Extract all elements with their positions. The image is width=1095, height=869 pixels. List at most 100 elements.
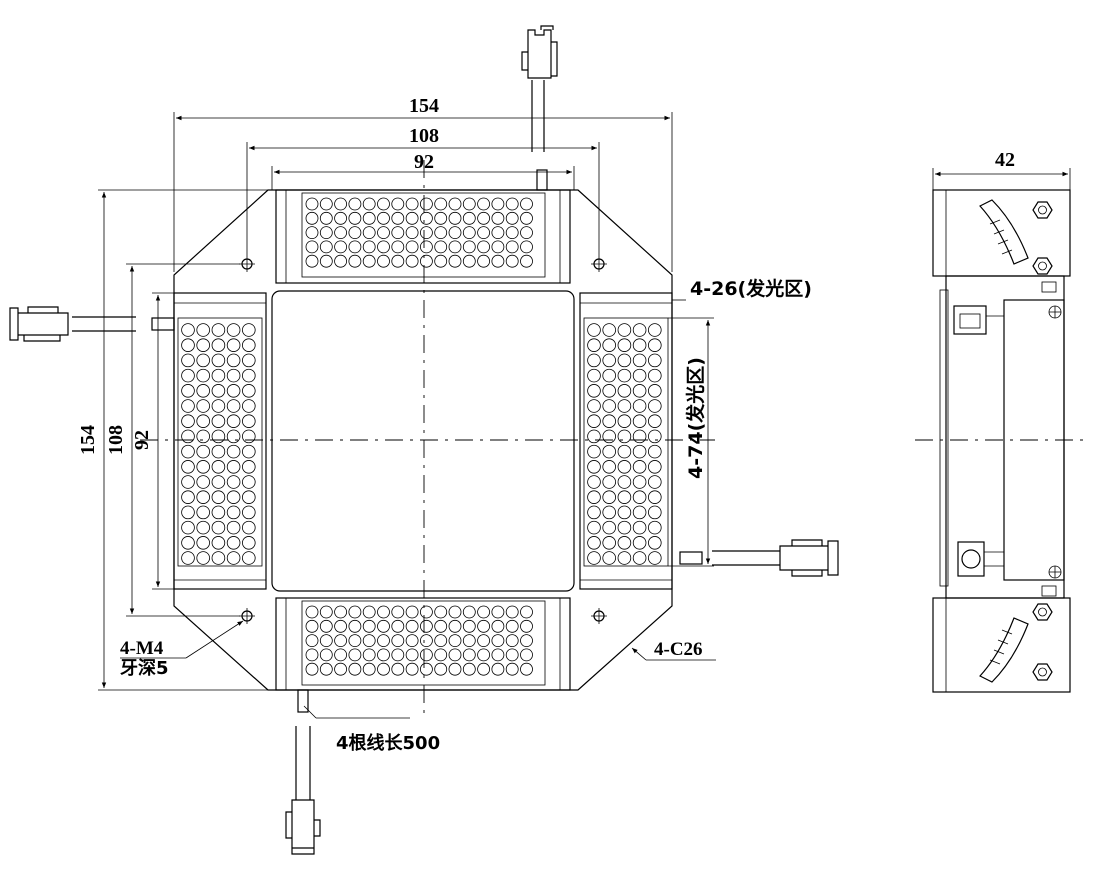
led-dot (617, 444, 632, 459)
dim-inner-width-label: 92 (414, 151, 434, 173)
led-dot (226, 353, 241, 368)
led-dot (226, 505, 241, 520)
led-dot (405, 605, 419, 619)
led-dot (448, 197, 462, 211)
led-dot (348, 662, 362, 676)
led-dot (462, 226, 476, 240)
led-dot (587, 429, 601, 444)
led-dot (319, 634, 333, 648)
led-dot (242, 323, 256, 337)
led-dot (377, 211, 390, 225)
led-dot (419, 211, 433, 225)
led-dot (648, 368, 662, 383)
led-dot (617, 384, 632, 398)
dim-mount-height: 108 (105, 263, 240, 617)
led-dot (405, 648, 419, 662)
led-dot (632, 475, 647, 489)
led-dot (632, 444, 647, 459)
led-dot (211, 384, 226, 398)
led-dot (632, 536, 647, 550)
led-dot (181, 399, 195, 413)
led-dot (648, 338, 662, 352)
led-dot (181, 475, 195, 489)
led-dot (305, 254, 319, 268)
callout-thread: 4-M4 牙深5 (120, 620, 244, 679)
led-dot (419, 605, 433, 619)
led-dot (448, 211, 462, 225)
bottom-emit-area (301, 600, 546, 686)
led-dot (448, 254, 462, 268)
led-dot (226, 338, 241, 352)
led-dot (434, 197, 448, 211)
led-dot (226, 490, 241, 504)
led-dot (462, 211, 476, 225)
led-dot (602, 475, 616, 489)
led-dot (617, 475, 632, 489)
led-dot (419, 254, 433, 268)
led-dot (602, 444, 616, 459)
dim-inner-height: 92 (131, 292, 174, 590)
led-dot (334, 197, 348, 211)
callout-chamfer-label: 4-C26 (654, 639, 703, 660)
led-dot (505, 254, 519, 268)
led-dot (434, 211, 448, 225)
led-dot (632, 414, 647, 428)
led-dot (491, 254, 505, 268)
led-dot (319, 240, 333, 254)
led-dot (617, 505, 632, 520)
led-dot (477, 254, 491, 268)
led-dot (196, 323, 210, 337)
led-dot (391, 634, 405, 648)
top-cable (521, 25, 558, 191)
led-dot (391, 605, 405, 619)
led-dot (448, 662, 462, 676)
led-dot (617, 551, 632, 565)
left-connector (9, 306, 69, 342)
led-dot (242, 460, 256, 474)
led-dot (434, 662, 448, 676)
dim-mount-width: 108 (246, 125, 600, 256)
led-dot (362, 605, 376, 619)
led-dot (587, 399, 601, 413)
led-dot (334, 605, 348, 619)
led-dot (520, 619, 533, 633)
led-dot (362, 648, 376, 662)
led-dot (181, 520, 195, 535)
led-dot (305, 605, 319, 619)
led-dot (648, 399, 662, 413)
led-dot (181, 505, 195, 520)
center-aperture (271, 290, 575, 592)
led-dot (362, 619, 376, 633)
led-dot (505, 634, 519, 648)
side-nut-top-2 (1032, 257, 1053, 275)
led-dot (242, 505, 256, 520)
led-dot (334, 226, 348, 240)
led-dot (617, 399, 632, 413)
led-dot (491, 605, 505, 619)
led-dot (377, 619, 390, 633)
dim-mount-width-label: 108 (409, 125, 439, 147)
led-dot (348, 605, 362, 619)
front-view: 154 108 92 154 108 (9, 25, 839, 855)
led-dot (405, 197, 419, 211)
led-dot (377, 254, 390, 268)
led-dot (196, 368, 210, 383)
led-dot (391, 254, 405, 268)
led-dot (648, 384, 662, 398)
led-dot (520, 240, 533, 254)
led-dot (362, 226, 376, 240)
led-dot (196, 505, 210, 520)
led-dot (405, 662, 419, 676)
led-dot (617, 460, 632, 474)
led-dot (242, 444, 256, 459)
led-dot (362, 662, 376, 676)
led-dot (648, 536, 662, 550)
led-dot (211, 353, 226, 368)
led-dot (226, 399, 241, 413)
led-dot (319, 605, 333, 619)
led-dot (334, 254, 348, 268)
left-cable (9, 306, 175, 342)
led-dot (319, 211, 333, 225)
led-dot (602, 505, 616, 520)
led-dot (242, 429, 256, 444)
